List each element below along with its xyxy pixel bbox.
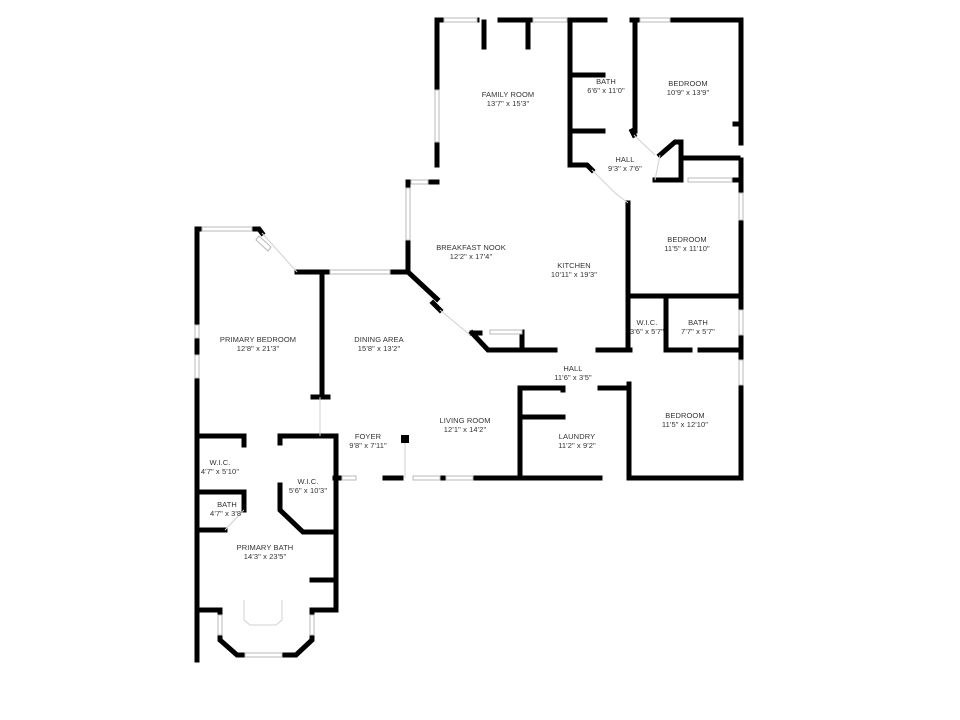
room-wic-1: W.I.C.3'6" x 5'7" [630,318,664,336]
room-wic-2: W.I.C.4'7" x 5'10" [200,458,240,476]
openings [224,134,661,626]
windows [194,17,744,658]
room-wic-3: W.I.C.5'6" x 10'3" [288,477,328,495]
walls [194,17,744,663]
